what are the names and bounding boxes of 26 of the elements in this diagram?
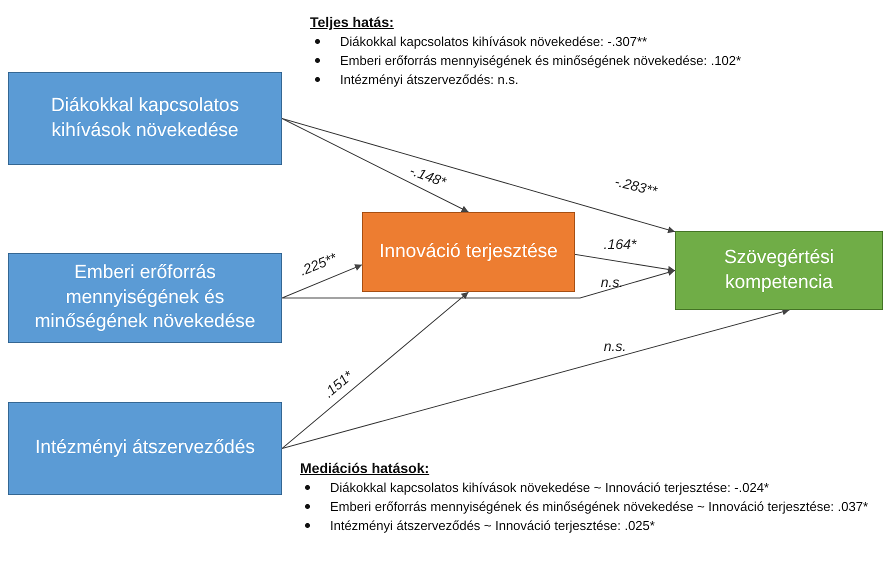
- bullet-item: Emberi erőforrás mennyiségének és minőségének növekedése ~ Innováció terjesztése: .037*: [330, 498, 870, 516]
- variable-box: Diákokkal kapcsolatos kihívások növekedése: [8, 72, 282, 165]
- bullet-item: Diákokkal kapcsolatos kihívások növekedése: -.307**: [340, 33, 648, 51]
- bullet-item: Intézményi átszerveződés: n.s.: [340, 71, 520, 89]
- edge-label: .225**: [297, 249, 339, 279]
- edge-label: .164*: [604, 236, 636, 252]
- arrow: [574, 254, 676, 273]
- section-heading: Mediációs hatások:: [300, 460, 430, 476]
- arrow: [282, 269, 676, 298]
- variable-box: Innováció terjesztése: [362, 212, 575, 292]
- bullet-item: Intézményi átszerveződés ~ Innováció terjesztése: .025*: [330, 517, 656, 535]
- section-heading: Teljes hatás:: [310, 14, 395, 30]
- edge-label: -.148*: [408, 162, 448, 190]
- variable-box: Emberi erőforrás mennyiségének és minőségének növekedése: [8, 253, 282, 343]
- arrow: [282, 118, 676, 234]
- edge-label: n.s.: [600, 274, 624, 290]
- variable-box: Intézményi átszerveződés: [8, 402, 282, 495]
- bullet-item: Diákokkal kapcsolatos kihívások növekedése ~ Innováció terjesztése: -.024*: [330, 479, 770, 497]
- edge-label: -.283**: [613, 173, 659, 199]
- arrow: [282, 264, 362, 298]
- arrow: [282, 292, 469, 449]
- variable-box: Szövegértési kompetencia: [675, 231, 883, 310]
- bullet-item: Emberi erőforrás mennyiségének és minőségének növekedése: .102*: [340, 52, 742, 70]
- edge-label: n.s.: [604, 338, 626, 354]
- arrow: [282, 118, 469, 212]
- arrow: [282, 308, 790, 449]
